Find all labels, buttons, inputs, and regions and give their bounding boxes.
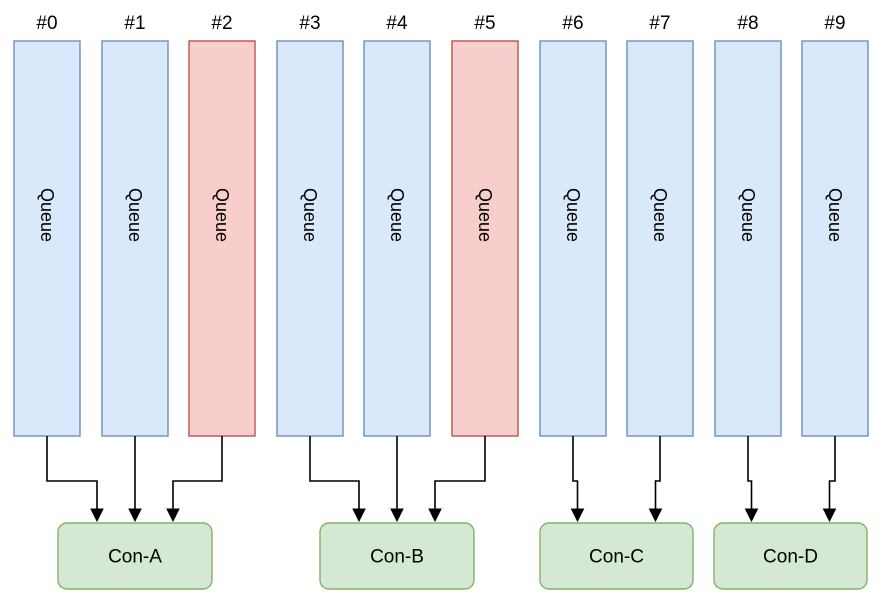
queue-index-label: #2 bbox=[211, 13, 232, 34]
queue-layer: #0Queue#1Queue#2Queue#3Queue#4Queue#5Que… bbox=[13, 13, 869, 437]
consumer-box bbox=[713, 522, 868, 590]
queue-label: Queue bbox=[212, 188, 232, 242]
arrowhead bbox=[822, 508, 837, 523]
queue-box bbox=[13, 40, 81, 437]
consumer-label: Con-A bbox=[108, 547, 162, 568]
queue-index-label: #6 bbox=[562, 13, 583, 34]
queue-index-label: #4 bbox=[386, 13, 408, 34]
queue-label: Queue bbox=[475, 188, 495, 242]
edge-queue-6-to-con-c bbox=[570, 436, 585, 523]
queue-box bbox=[101, 40, 169, 437]
edge-queue-8-to-con-d bbox=[744, 436, 759, 523]
queue-label: Queue bbox=[738, 188, 758, 242]
arrowhead bbox=[390, 508, 404, 523]
edge-line bbox=[46, 436, 98, 509]
queue-index-label: #3 bbox=[299, 13, 320, 34]
arrowhead bbox=[166, 508, 180, 523]
queue-label: Queue bbox=[300, 188, 320, 242]
edge-queue-3-to-con-b bbox=[309, 436, 366, 523]
consumer-con-b: Con-B bbox=[319, 522, 475, 590]
edge-queue-1-to-con-a bbox=[128, 436, 142, 523]
queue-index-label: #0 bbox=[36, 13, 57, 34]
queue-index-label: #9 bbox=[824, 13, 845, 34]
edge-queue-9-to-con-d bbox=[822, 436, 837, 523]
queue-label: Queue bbox=[825, 188, 845, 242]
edge-layer bbox=[46, 436, 837, 523]
arrowhead bbox=[648, 508, 663, 523]
edge-queue-0-to-con-a bbox=[46, 436, 104, 523]
queue-label: Queue bbox=[125, 188, 145, 242]
consumer-con-c: Con-C bbox=[539, 522, 694, 590]
consumer-con-a: Con-A bbox=[57, 522, 213, 590]
edge-line bbox=[172, 436, 223, 509]
edge-queue-2-to-con-a bbox=[166, 436, 223, 523]
arrowhead bbox=[570, 508, 585, 523]
consumer-box bbox=[57, 522, 213, 590]
queue-label: Queue bbox=[650, 188, 670, 242]
queue-box bbox=[276, 40, 344, 437]
consumer-box bbox=[539, 522, 694, 590]
edge-line bbox=[434, 436, 486, 509]
edge-line bbox=[309, 436, 360, 509]
queue-box bbox=[363, 40, 431, 437]
edge-queue-5-to-con-b bbox=[428, 436, 486, 523]
consumer-con-d: Con-D bbox=[713, 522, 868, 590]
arrowhead bbox=[352, 508, 366, 523]
queue-index-label: #5 bbox=[474, 13, 495, 34]
queue-box-highlighted bbox=[188, 40, 256, 437]
consumer-layer: Con-A Con-B Con-C Con-D bbox=[57, 522, 868, 590]
edge-line bbox=[747, 436, 753, 509]
queue-box bbox=[626, 40, 694, 437]
queue-index-label: #7 bbox=[649, 13, 670, 34]
queue-label: Queue bbox=[37, 188, 57, 242]
queue-label: Queue bbox=[387, 188, 407, 242]
edge-line bbox=[654, 436, 661, 509]
queue-label: Queue bbox=[563, 188, 583, 242]
edge-line bbox=[572, 436, 579, 509]
queue-box bbox=[801, 40, 869, 437]
arrowhead bbox=[90, 508, 104, 523]
consumer-label: Con-B bbox=[370, 547, 424, 568]
arrowhead bbox=[128, 508, 142, 523]
consumer-label: Con-C bbox=[589, 547, 644, 568]
consumer-label: Con-D bbox=[763, 547, 818, 568]
arrowhead bbox=[428, 508, 442, 523]
edge-queue-4-to-con-b bbox=[390, 436, 404, 523]
queue-box-highlighted bbox=[451, 40, 519, 437]
consumer-box bbox=[319, 522, 475, 590]
edge-line bbox=[828, 436, 836, 509]
arrowhead bbox=[744, 508, 759, 523]
queue-index-label: #1 bbox=[124, 13, 145, 34]
edge-queue-7-to-con-c bbox=[648, 436, 663, 523]
queue-index-label: #8 bbox=[737, 13, 758, 34]
